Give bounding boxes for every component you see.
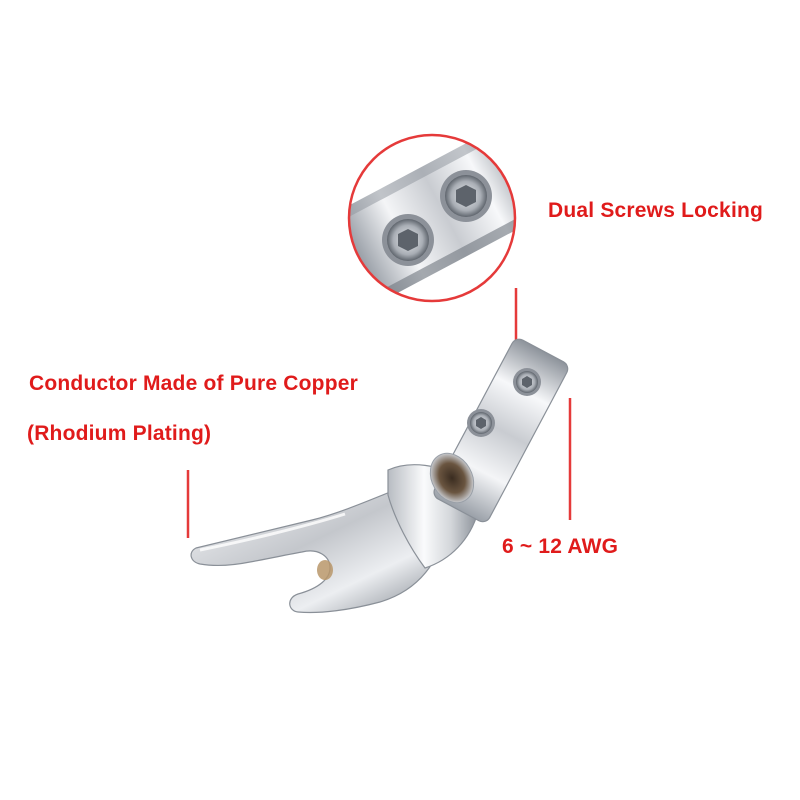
conductor-callout-line2: (Rhodium Plating) <box>27 422 212 445</box>
barrel-screw-2 <box>467 409 495 437</box>
awg-callout-label: 6 ~ 12 AWG <box>502 535 619 558</box>
zoom-screw-2 <box>382 214 434 266</box>
wire-entry-hole <box>429 452 475 504</box>
connector-fork <box>190 489 446 614</box>
barrel-screw-1 <box>513 368 541 396</box>
zoom-screw-1 <box>440 170 492 222</box>
spade-connector <box>190 338 569 614</box>
conductor-callout-line1: Conductor Made of Pure Copper <box>29 372 358 395</box>
zoom-detail-circle <box>347 133 517 303</box>
zoom-circle-outline <box>347 133 517 303</box>
screws-callout-label: Dual Screws Locking <box>548 199 764 222</box>
